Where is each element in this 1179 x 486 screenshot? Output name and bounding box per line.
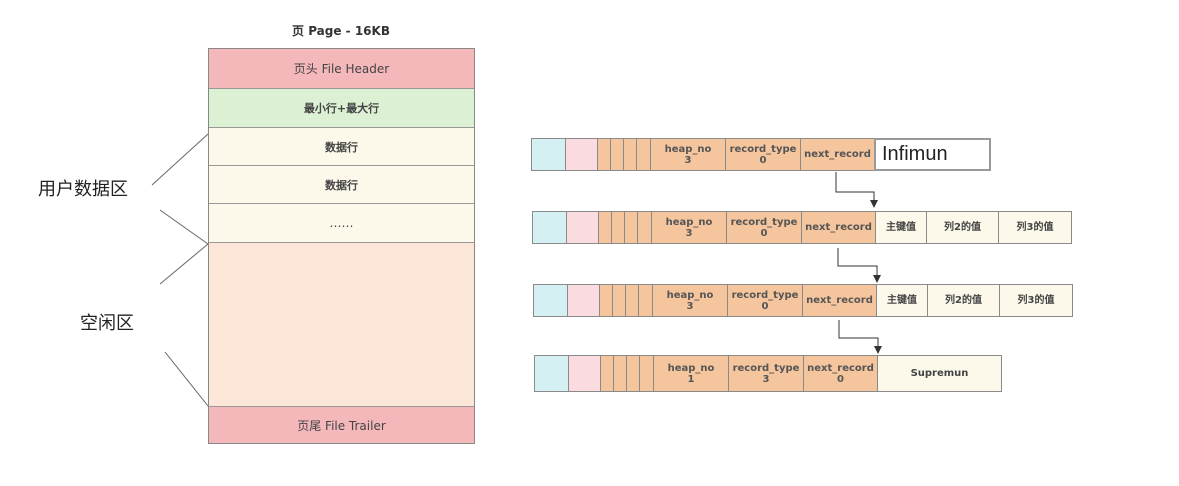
record-field-bit [636,138,651,171]
column2-value: 列2的值 [926,211,999,244]
record-field-bit [637,211,652,244]
record-field-cyan [531,138,566,171]
record-field-bit [626,355,640,392]
next-record-field: next_record [802,284,877,317]
column3-value: 列3的值 [998,211,1072,244]
primary-key-value: 主键值 [875,211,927,244]
column2-value: 列2的值 [927,284,1000,317]
record-field-bit [623,138,637,171]
min-max-row-section: 最小行+最大行 [209,89,474,128]
user-data-region-label: 用户数据区 [38,179,128,200]
file-header-section: 页头 File Header [209,49,474,89]
free-region-label: 空闲区 [80,313,134,334]
file-trailer-section: 页尾 File Trailer [209,407,474,443]
record-field-pink [566,211,599,244]
record-field-bit [611,211,625,244]
record-field-bit [613,355,627,392]
bracket-user-bottom [159,209,209,245]
record-field-cyan [532,211,567,244]
bracket-user-top [151,133,209,186]
bracket-free-top [159,243,209,285]
next-record-field: next_record [800,138,875,171]
infimum-data: Infimun [874,138,991,171]
record-field-bit [639,355,654,392]
record-field-bit [600,355,614,392]
data-row-section-1: 数据行 [209,128,474,166]
next-record-arrow-3 [838,320,882,354]
record-field-bit [599,284,613,317]
record-field-pink [565,138,598,171]
record-field-bit [624,211,638,244]
record-field-pink [568,355,601,392]
page-title: 页 Page - 16KB [292,24,390,38]
next-record-arrow-1 [835,172,878,208]
data-row-section-2: 数据行 [209,166,474,204]
free-space-section [209,243,474,407]
record-field-bit [610,138,624,171]
primary-key-value: 主键值 [876,284,928,317]
record-field-bit [597,138,611,171]
record-field-cyan [534,355,569,392]
ellipsis-section: …… [209,204,474,243]
record-field-bit [598,211,612,244]
record-field-bit [612,284,626,317]
supremum-data: Supremun [877,355,1002,392]
next-record-arrow-2 [837,248,881,283]
column3-value: 列3的值 [999,284,1073,317]
record-field-pink [567,284,600,317]
record-field-bit [625,284,639,317]
next-record-field: next_record [801,211,876,244]
record-field-cyan [533,284,568,317]
bracket-free-bottom [164,351,209,407]
record-field-bit [638,284,653,317]
page-structure: 页头 File Header 最小行+最大行 数据行 数据行 …… 页尾 Fil… [208,48,475,444]
